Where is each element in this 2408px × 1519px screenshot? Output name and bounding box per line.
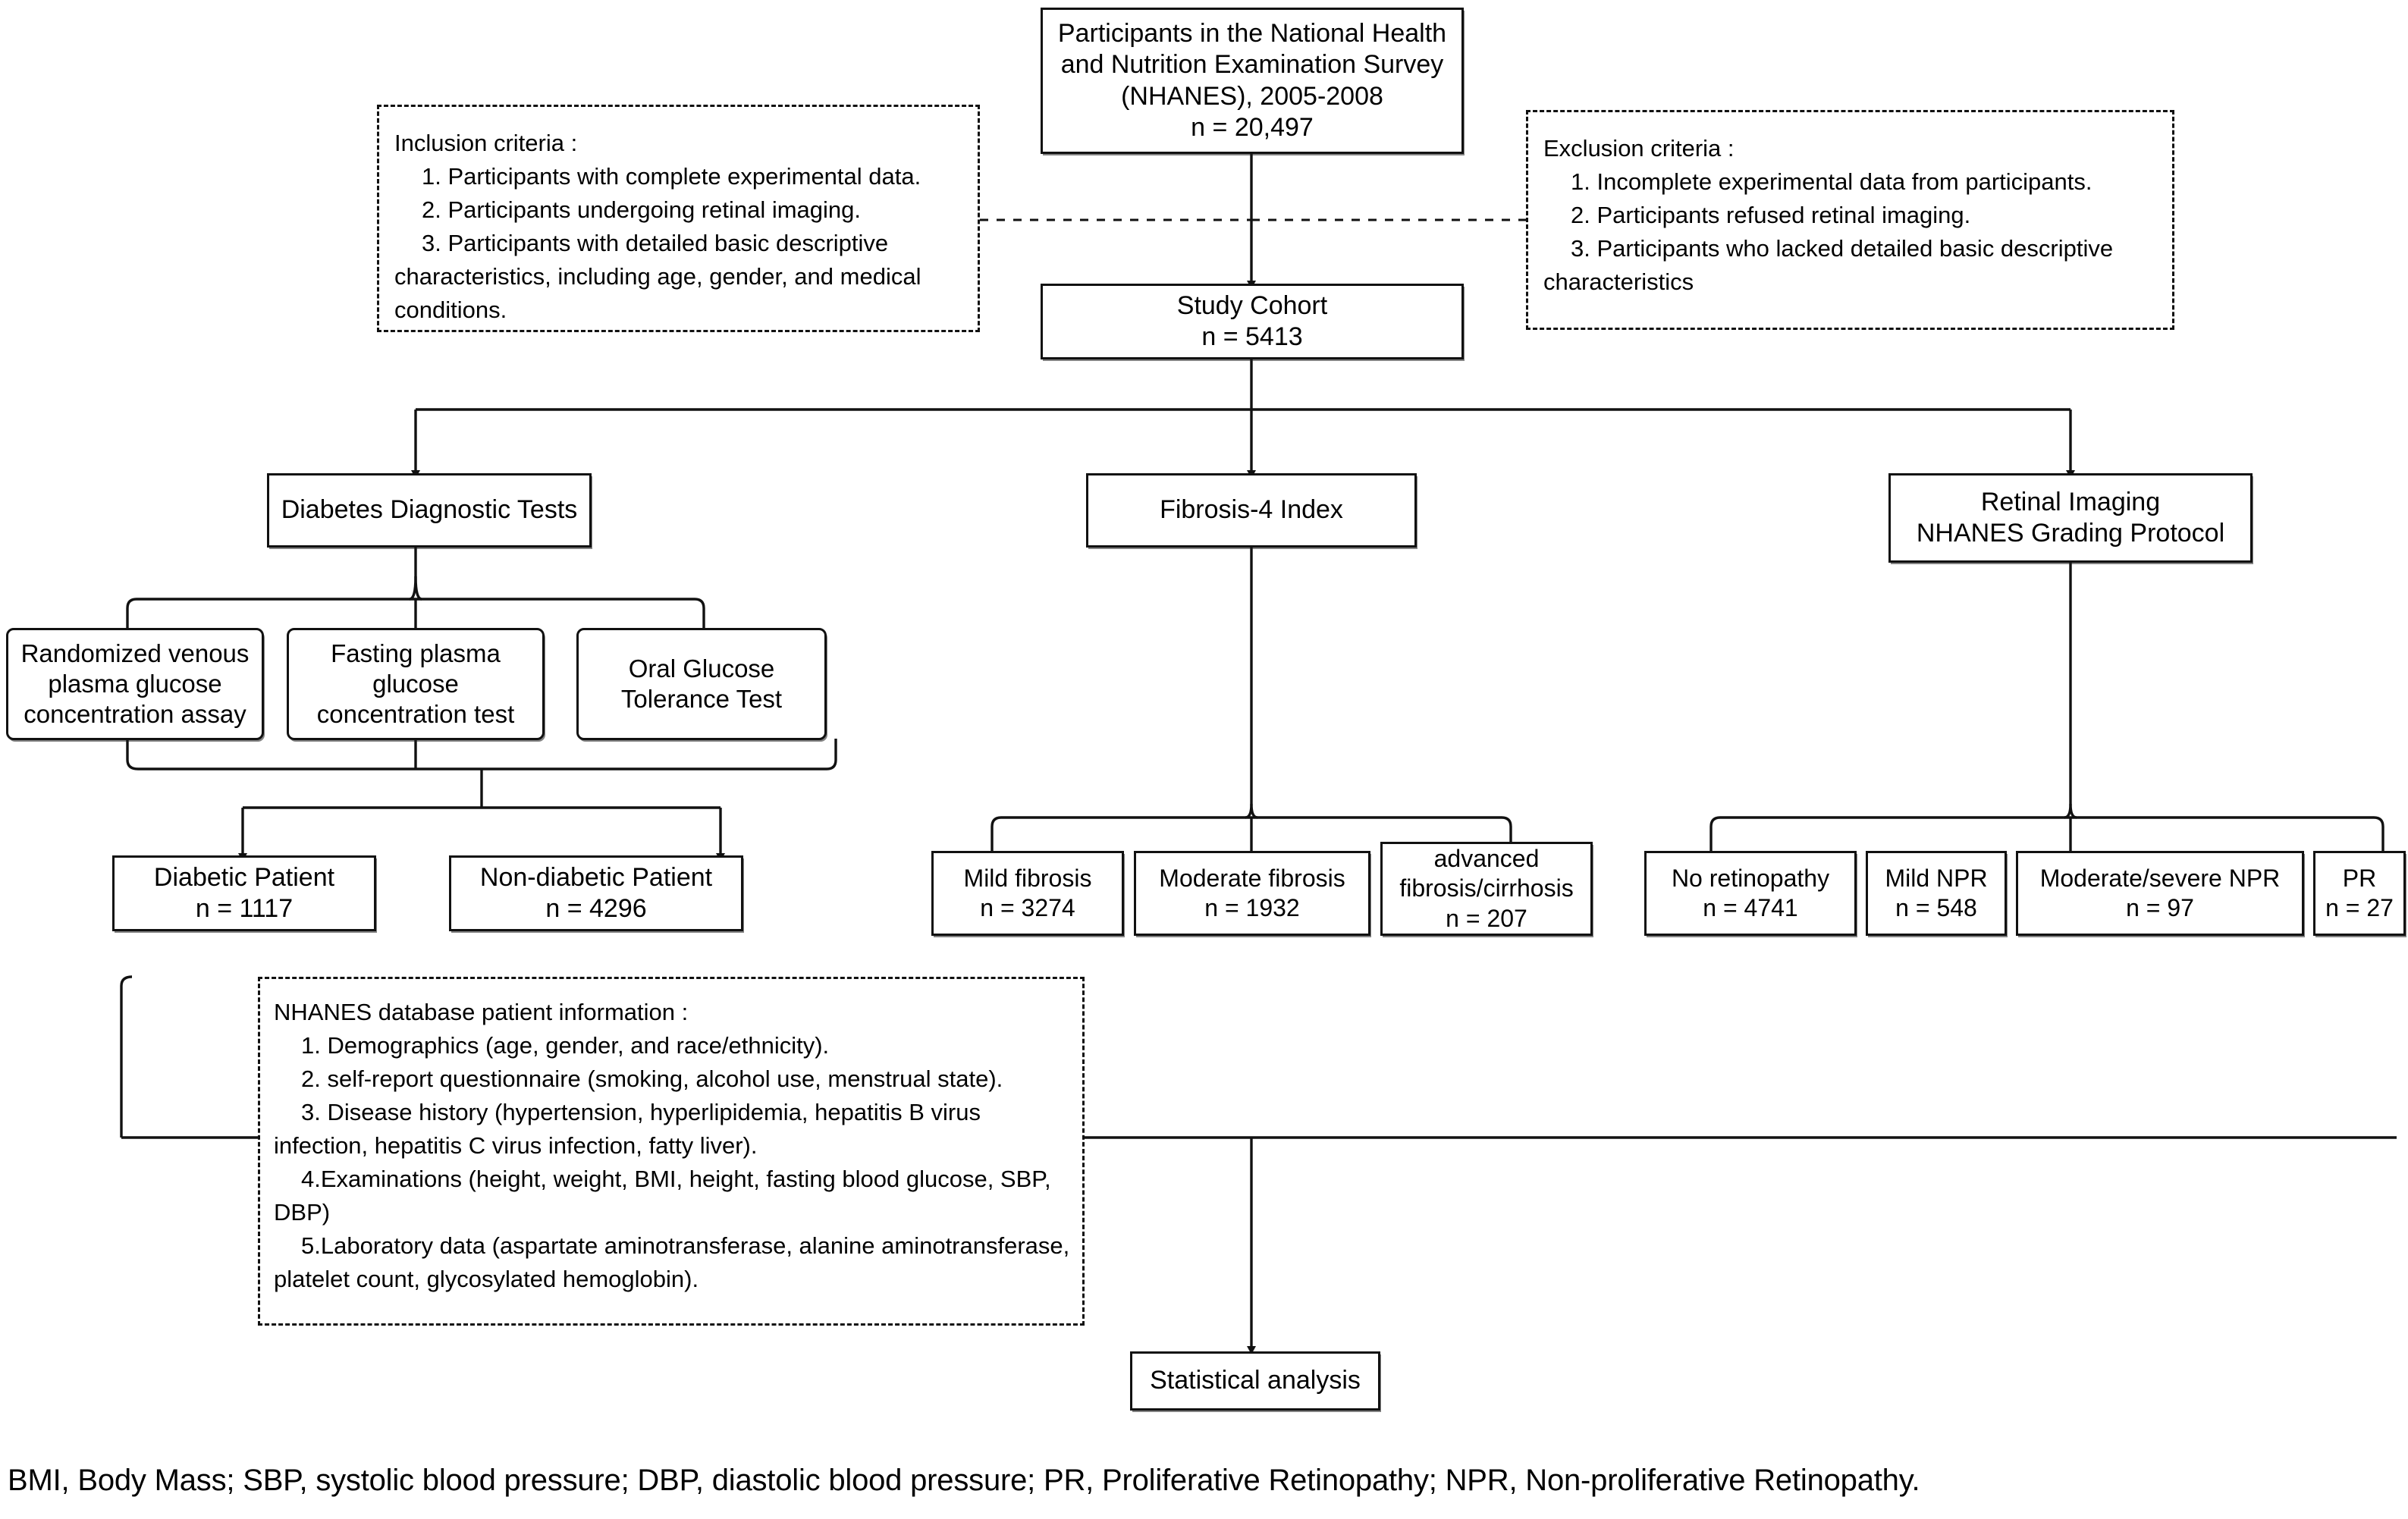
node-fibrosis-4-index-label: Fibrosis-4 Index: [1160, 495, 1343, 525]
node-fasting-plasma-glucose-test[interactable]: Fasting plasma glucose concentration tes…: [287, 628, 545, 740]
node-mild-fibrosis[interactable]: Mild fibrosis n = 3274: [931, 851, 1124, 936]
node-fasting-plasma-glucose-test-label: Fasting plasma glucose concentration tes…: [316, 639, 515, 729]
node-statistical-analysis-label: Statistical analysis: [1150, 1366, 1361, 1395]
exclusion-criteria-item-2: 2. Participants refused retinal imaging.: [1571, 202, 1971, 229]
node-mild-npr-label: Mild NPR n = 548: [1885, 864, 1988, 921]
node-diabetes-diagnostic-tests-label: Diabetes Diagnostic Tests: [281, 495, 578, 525]
node-participants[interactable]: Participants in the National Health and …: [1041, 8, 1464, 154]
inclusion-criteria-item-1: 1. Participants with complete experiment…: [422, 163, 921, 190]
node-advanced-fibrosis-cirrhosis[interactable]: advanced fibrosis/cirrhosis n = 207: [1380, 842, 1593, 936]
nhanes-database-info-header: NHANES database patient information :: [274, 999, 689, 1025]
node-diabetic-patient-label: Diabetic Patient n = 1117: [153, 862, 335, 923]
node-pr[interactable]: PR n = 27: [2313, 851, 2406, 936]
nhanes-database-info-item-3: 3. Disease history (hypertension, hyperl…: [274, 1099, 981, 1160]
footnote-abbreviations: BMI, Body Mass; SBP, systolic blood pres…: [8, 1464, 1920, 1497]
nhanes-database-info-item-2: 2. self-report questionnaire (smoking, a…: [301, 1065, 1003, 1093]
node-participants-label: Participants in the National Health and …: [1057, 18, 1447, 142]
inclusion-criteria-box: Inclusion criteria : 1. Participants wit…: [377, 105, 980, 332]
node-retinal-imaging[interactable]: Retinal Imaging NHANES Grading Protocol: [1888, 473, 2253, 563]
node-study-cohort[interactable]: Study Cohort n = 5413: [1041, 284, 1464, 359]
node-no-retinopathy[interactable]: No retinopathy n = 4741: [1644, 851, 1857, 936]
node-oral-glucose-tolerance-test-label: Oral Glucose Tolerance Test: [620, 654, 783, 713]
node-pr-label: PR n = 27: [2325, 864, 2394, 921]
node-diabetes-diagnostic-tests[interactable]: Diabetes Diagnostic Tests: [267, 473, 592, 548]
node-moderate-severe-npr-label: Moderate/severe NPR n = 97: [2039, 864, 2281, 921]
inclusion-criteria-item-2: 2. Participants undergoing retinal imagi…: [422, 196, 862, 224]
exclusion-criteria-item-1: 1. Incomplete experimental data from par…: [1571, 168, 2092, 196]
node-fibrosis-4-index[interactable]: Fibrosis-4 Index: [1086, 473, 1417, 548]
node-mild-fibrosis-label: Mild fibrosis n = 3274: [963, 864, 1092, 921]
node-moderate-fibrosis-label: Moderate fibrosis n = 1932: [1159, 864, 1345, 921]
nhanes-database-info-item-1: 1. Demographics (age, gender, and race/e…: [301, 1032, 830, 1059]
nhanes-database-info-item-4: 4.Examinations (height, weight, BMI, hei…: [274, 1166, 1051, 1226]
node-diabetic-patient[interactable]: Diabetic Patient n = 1117: [112, 855, 376, 931]
nhanes-database-info-item-5: 5.Laboratory data (aspartate aminotransf…: [274, 1232, 1070, 1293]
node-statistical-analysis[interactable]: Statistical analysis: [1130, 1351, 1380, 1411]
exclusion-criteria-item-3: 3. Participants who lacked detailed basi…: [1543, 235, 2114, 296]
node-oral-glucose-tolerance-test[interactable]: Oral Glucose Tolerance Test: [576, 628, 827, 740]
inclusion-criteria-item-3: 3. Participants with detailed basic desc…: [394, 230, 921, 324]
exclusion-criteria-header: Exclusion criteria :: [1543, 135, 1735, 162]
node-non-diabetic-patient[interactable]: Non-diabetic Patient n = 4296: [449, 855, 743, 931]
node-study-cohort-label: Study Cohort n = 5413: [1176, 290, 1328, 351]
node-moderate-fibrosis[interactable]: Moderate fibrosis n = 1932: [1134, 851, 1370, 936]
inclusion-criteria-header: Inclusion criteria :: [394, 130, 578, 156]
node-randomized-venous-glucose-assay-label: Randomized venous plasma glucose concent…: [20, 639, 250, 729]
node-advanced-fibrosis-cirrhosis-label: advanced fibrosis/cirrhosis n = 207: [1399, 845, 1574, 932]
node-moderate-severe-npr[interactable]: Moderate/severe NPR n = 97: [2016, 851, 2304, 936]
node-mild-npr[interactable]: Mild NPR n = 548: [1866, 851, 2007, 936]
exclusion-criteria-box: Exclusion criteria : 1. Incomplete exper…: [1526, 110, 2174, 330]
nhanes-database-info-box: NHANES database patient information : 1.…: [258, 977, 1085, 1326]
node-randomized-venous-glucose-assay[interactable]: Randomized venous plasma glucose concent…: [6, 628, 264, 740]
node-retinal-imaging-label: Retinal Imaging NHANES Grading Protocol: [1916, 487, 2225, 548]
node-no-retinopathy-label: No retinopathy n = 4741: [1671, 864, 1830, 921]
node-non-diabetic-patient-label: Non-diabetic Patient n = 4296: [479, 862, 713, 923]
